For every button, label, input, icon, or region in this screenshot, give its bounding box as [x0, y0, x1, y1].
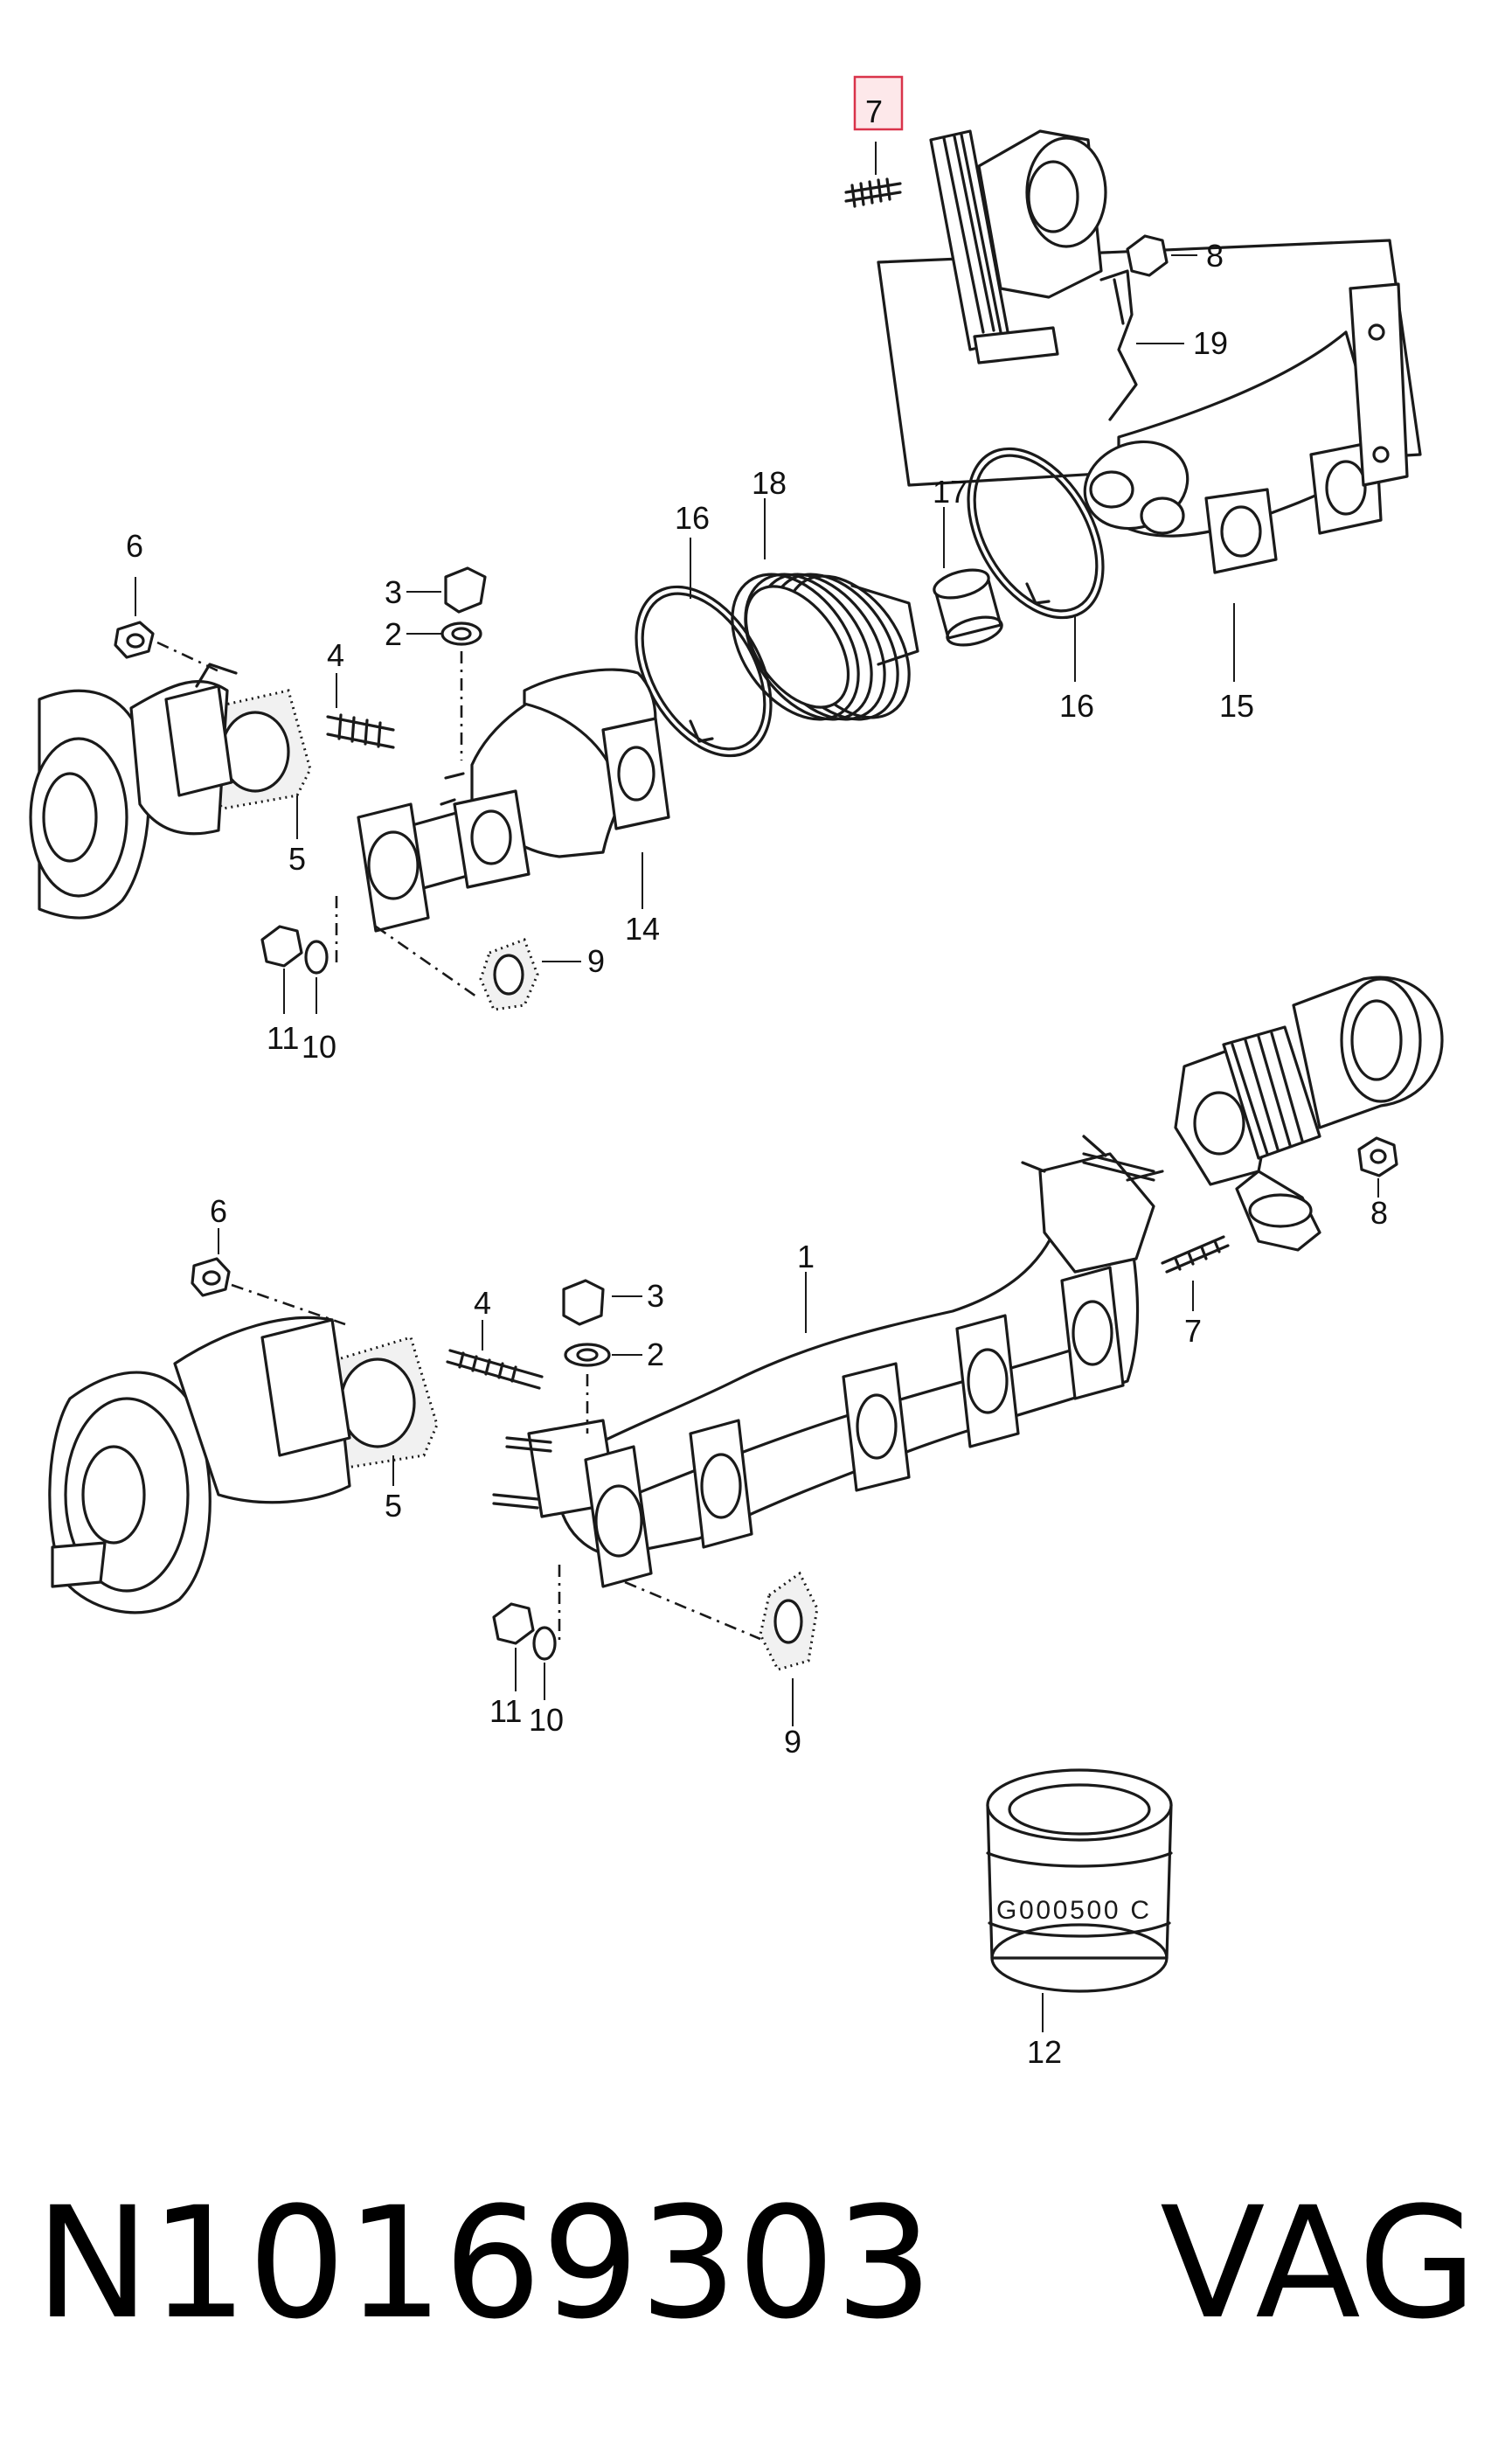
callout-label: 14 — [625, 911, 660, 947]
clamp-ring-16-right — [967, 447, 1105, 620]
callout-label: 17 — [933, 474, 968, 510]
callout-label: 8 — [1206, 238, 1224, 274]
callout-label: 1 — [797, 1239, 815, 1274]
turbocharger-upper — [29, 663, 238, 920]
part-number: N10169303 — [35, 2174, 933, 2353]
bracket-19 — [1099, 269, 1138, 421]
callout-label: 2 — [385, 616, 402, 652]
callout-highlight — [853, 75, 904, 131]
nut-8-lower — [1357, 1136, 1398, 1177]
stud-upper — [844, 177, 902, 208]
callouts-lower: 1 6 4 3 2 5 7 8 9 11 10 12 — [210, 1193, 1388, 2070]
callout-label: 9 — [587, 943, 605, 979]
callout-label: 2 — [647, 1337, 664, 1372]
stud-4-upper — [326, 713, 395, 749]
callout-label: 11 — [489, 1693, 522, 1729]
bolt-3-upper — [444, 566, 487, 614]
callout-label: 3 — [385, 574, 402, 610]
nut-11-upper — [260, 925, 303, 968]
wastegate-valve-upper — [877, 129, 1422, 487]
studs-lower-left — [492, 1436, 552, 1510]
sleeve-marking: G000500 C — [996, 1896, 1149, 1925]
lower-assembly: G000500 C — [48, 976, 1444, 2032]
manifold-14 — [357, 668, 670, 933]
callout-label: 15 — [1219, 688, 1254, 724]
sleeve-17 — [933, 568, 1003, 647]
callout-label: 4 — [474, 1285, 491, 1321]
callout-label: 7 — [1184, 1313, 1202, 1349]
stud-7-lower — [1161, 1235, 1230, 1274]
brand-name: VAG — [1160, 2174, 1477, 2353]
nut-6-lower — [191, 1257, 231, 1297]
wastegate-valve-lower — [1174, 976, 1444, 1252]
elbow-pipe-15 — [1083, 282, 1409, 574]
nut-6-upper — [114, 621, 155, 659]
callout-label: 8 — [1370, 1195, 1388, 1231]
washer-10-lower — [532, 1626, 557, 1661]
callout-label: 6 — [126, 528, 143, 564]
turbocharger-lower — [48, 1316, 351, 1614]
washer-2-lower — [564, 1343, 611, 1367]
callout-label: 19 — [1193, 325, 1228, 361]
washer-2-upper — [440, 621, 482, 646]
callout-label: 12 — [1027, 2034, 1062, 2070]
callout-label: 16 — [675, 500, 710, 536]
callout-label: 3 — [647, 1278, 664, 1314]
upper-assembly — [29, 75, 1422, 1014]
callout-label: 7 — [865, 94, 883, 129]
callout-label: 10 — [302, 1029, 336, 1065]
washer-10-upper — [304, 940, 329, 975]
callout-label: 5 — [385, 1488, 402, 1524]
callout-label: 4 — [327, 637, 344, 673]
bolt-3-lower — [562, 1279, 605, 1326]
part-footer: N10169303 VAG — [35, 2168, 1477, 2360]
callout-label: 6 — [210, 1193, 227, 1229]
callout-label: 16 — [1059, 688, 1094, 724]
callouts-upper: 7 8 19 18 17 16 16 15 6 3 2 4 5 14 9 11 … — [126, 94, 1254, 1065]
bellows-18 — [731, 573, 919, 721]
stud-4-lower — [446, 1349, 544, 1390]
nut-11-lower — [492, 1602, 535, 1645]
callout-label: 5 — [288, 841, 306, 877]
sleeve-12: G000500 C — [986, 1768, 1173, 1993]
callout-label: 9 — [784, 1724, 801, 1760]
callout-label: 10 — [529, 1702, 564, 1738]
callout-label: 18 — [752, 465, 787, 501]
manifold-1 — [527, 1135, 1155, 1588]
callout-label: 11 — [267, 1020, 299, 1056]
nut-upper — [1126, 234, 1169, 277]
